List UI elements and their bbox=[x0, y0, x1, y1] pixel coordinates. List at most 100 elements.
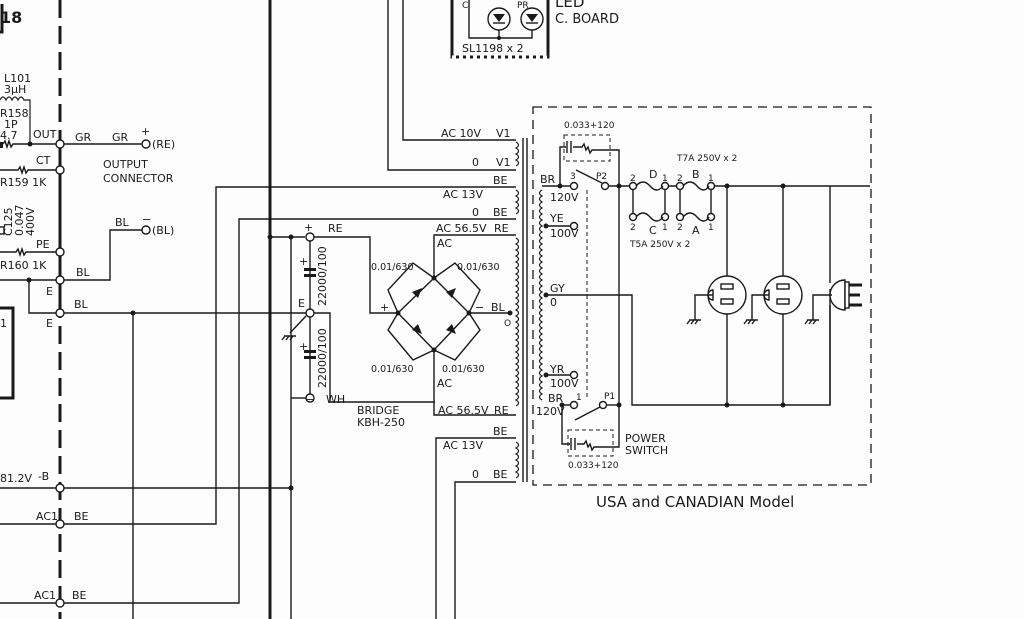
rail-plus: + bbox=[304, 221, 313, 234]
cap-bottom-value: 22000/100 bbox=[316, 328, 329, 388]
bridge-plus: + bbox=[380, 301, 389, 314]
snubber-top-label: 0.033+120 bbox=[564, 121, 615, 131]
outlet-icon bbox=[686, 275, 747, 325]
fuse-pin: 2 bbox=[630, 174, 636, 184]
primary-zero: 0 bbox=[550, 296, 557, 309]
minus-b-voltage: 81.2V bbox=[0, 472, 32, 485]
snubber-bottom-label: 0.033+120 bbox=[568, 461, 619, 471]
left-components: L101 3μH R158 1P 4.7 OUT CT R159 1K C125… bbox=[0, 72, 60, 604]
ac-outlets bbox=[686, 183, 862, 408]
pin-e2-label: E bbox=[46, 317, 53, 330]
primary-gy: GY bbox=[550, 282, 565, 295]
power-switch-label-2: SWITCH bbox=[625, 444, 668, 457]
inductor-label: L101 bbox=[4, 72, 31, 85]
w3-center: O bbox=[504, 319, 511, 329]
switch-p1: P1 bbox=[604, 392, 615, 402]
connector-terminals bbox=[55, 139, 65, 608]
output-plus-color: (RE) bbox=[152, 138, 175, 151]
fuse-pin: 2 bbox=[677, 174, 683, 184]
c125-labels: C125 0.047 400V bbox=[2, 205, 37, 237]
bridge-bl: BL bbox=[491, 301, 506, 314]
diode-icon bbox=[446, 324, 456, 334]
transformer-secondary: AC 10V V1 0 V1 BE AC 13V 0 BE AC 56.5V R… bbox=[435, 127, 528, 619]
pin-pe-label: PE bbox=[36, 238, 50, 251]
inductor-coil bbox=[0, 96, 31, 144]
wire-wh: WH bbox=[326, 393, 345, 406]
output-minus-terminal bbox=[141, 225, 151, 235]
diagram-title: USA and CANADIAN Model bbox=[596, 493, 794, 511]
diode-icon bbox=[446, 288, 456, 298]
fuse-pin: 1 bbox=[708, 223, 714, 233]
interconnect-wires: GR GR + (RE) OUTPUT CONNECTOR BL BL − (B… bbox=[60, 0, 516, 619]
fuse-a: A bbox=[692, 224, 700, 237]
r159-label: R159 1K bbox=[0, 176, 47, 189]
primary-section: BR 120V YE 100V GY 0 YR 100V BR 120V 3 P… bbox=[532, 106, 872, 486]
cap-top-value: 22000/100 bbox=[316, 246, 329, 306]
r158-resistor bbox=[2, 138, 60, 150]
c125-value: 0.047 bbox=[13, 205, 26, 237]
wire-be1: BE bbox=[74, 510, 89, 523]
wire-gr1: GR bbox=[75, 131, 92, 144]
r158-value: 4.7 bbox=[0, 129, 18, 142]
wire-bl3: BL bbox=[74, 298, 89, 311]
bridge-ac-top: AC bbox=[437, 237, 452, 250]
wire-gr2: GR bbox=[112, 131, 129, 144]
w1-zero: 0 bbox=[472, 156, 479, 169]
primary-ye: YE bbox=[549, 212, 564, 225]
w3-label: AC 56.5V bbox=[436, 222, 487, 235]
filter-capacitors: + RE + 22000/100 E + 22000/100 − WH bbox=[267, 221, 435, 406]
r160-label: R160 1K bbox=[0, 259, 47, 272]
w1-bottom: V1 bbox=[496, 156, 511, 169]
diode-icon bbox=[412, 288, 422, 298]
led-board-label-2: C. BOARD bbox=[555, 12, 619, 27]
w1-label: AC 10V bbox=[441, 127, 482, 140]
snubber-bl: 0.01/630 bbox=[371, 364, 414, 375]
wire-bl2: BL bbox=[115, 216, 130, 229]
board-edge: 18 1 bbox=[0, 0, 62, 619]
switch-pin3: 3 bbox=[570, 172, 576, 182]
primary-100v-top: 100V bbox=[550, 227, 579, 240]
snubber-tl: 0.01/630 bbox=[371, 262, 414, 273]
c125-voltage: 400V bbox=[24, 207, 37, 236]
output-connector-label-2: CONNECTOR bbox=[103, 172, 174, 185]
snubber-tr: 0.01/630 bbox=[457, 262, 500, 273]
primary-br-bottom: BR bbox=[548, 392, 564, 405]
bridge-label: BRIDGE bbox=[357, 404, 399, 417]
fuse-pin: 1 bbox=[662, 223, 668, 233]
primary-yr: YR bbox=[549, 363, 565, 376]
w4-zero: 0 bbox=[472, 468, 479, 481]
cap-bottom-plus: + bbox=[299, 340, 308, 353]
w4-label: AC 13V bbox=[443, 439, 484, 452]
c125-label: C125 bbox=[2, 207, 15, 236]
led-part: SL1198 x 2 bbox=[462, 42, 524, 55]
w2-zero: 0 bbox=[472, 206, 479, 219]
fuse-c: C bbox=[649, 224, 657, 237]
center-tap-e: E bbox=[298, 297, 305, 310]
fuse-t5a-label: T5A 250V x 2 bbox=[629, 240, 690, 250]
primary-100v-bottom: 100V bbox=[550, 377, 579, 390]
pin-ac1b-label: AC1 bbox=[34, 589, 56, 602]
bridge-rectifier: 0.01/630 0.01/630 0.01/630 0.01/630 + − … bbox=[357, 234, 516, 429]
model-box bbox=[532, 106, 872, 486]
primary-120v-top: 120V bbox=[550, 191, 579, 204]
snubber-br: 0.01/630 bbox=[442, 364, 485, 375]
output-plus: + bbox=[141, 125, 150, 138]
pin-ac1a-label: AC1 bbox=[36, 510, 58, 523]
fuse-pin: 1 bbox=[708, 174, 714, 184]
primary-120v-bottom: 120V bbox=[536, 405, 565, 418]
wire-bl1: BL bbox=[76, 266, 91, 279]
snubber-box-bottom bbox=[567, 429, 614, 457]
inductor-value: 3μH bbox=[4, 83, 26, 96]
fuse-pin: 1 bbox=[662, 174, 668, 184]
w3-bottom-label: AC 56.5V bbox=[438, 404, 489, 417]
w4-top: BE bbox=[493, 425, 508, 438]
power-switch-label-1: POWER bbox=[625, 432, 666, 445]
led-board: C PR SL1198 x 2 LED C. BOARD bbox=[450, 0, 619, 59]
r158-label: R158 bbox=[0, 107, 29, 120]
output-minus: − bbox=[142, 213, 151, 226]
r160-resistor bbox=[0, 246, 60, 258]
r159-resistor bbox=[0, 164, 60, 176]
outlet-icon bbox=[743, 275, 803, 325]
pin-minus-b-label: -B bbox=[38, 470, 49, 483]
